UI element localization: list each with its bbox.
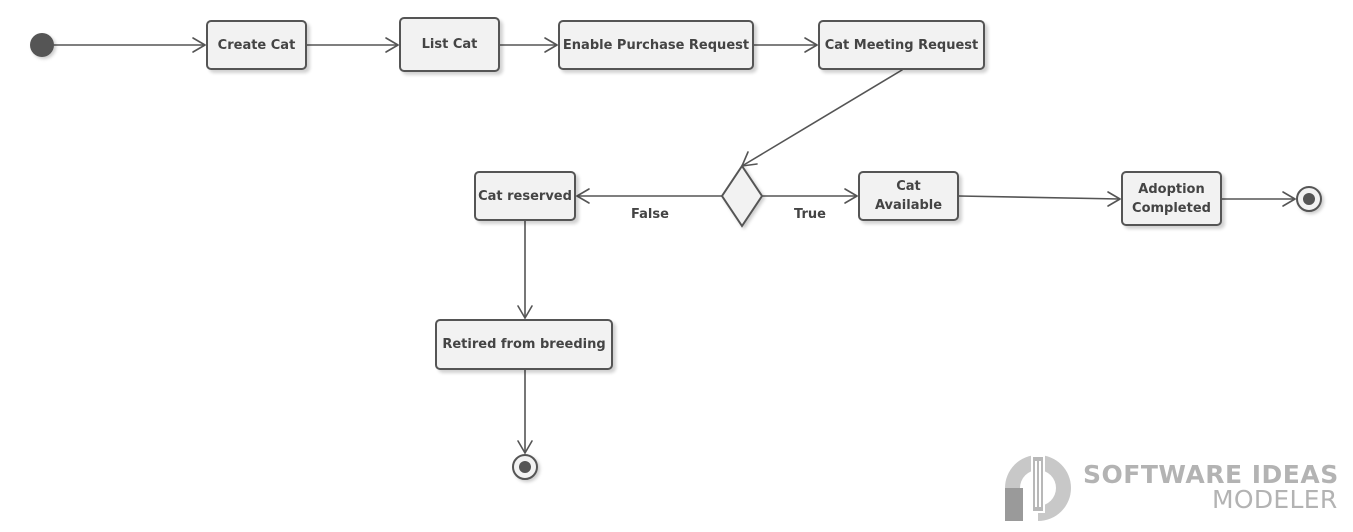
decision-node [720,164,764,228]
flow-available-to-adoption [958,195,1121,200]
flow-meeting-to-decision [741,69,903,167]
arrowhead [576,188,590,204]
final-node-bottom [512,454,538,480]
action-enable-purchase-request[interactable]: Enable Purchase Request [558,20,754,70]
action-create-cat[interactable]: Create Cat [206,20,307,70]
arrowhead [1107,191,1121,207]
action-cat-reserved[interactable]: Cat reserved [474,171,576,221]
initial-node [30,33,54,57]
software-ideas-modeler-logo: SOFTWARE IDEAS MODELER [1002,452,1347,524]
arrowhead [517,440,533,454]
action-list-cat[interactable]: List Cat [399,17,500,72]
action-adoption-completed[interactable]: Adoption Completed [1121,171,1222,226]
action-cat-available[interactable]: Cat Available [858,171,959,221]
arrowhead [517,305,533,319]
logo-text-line2: MODELER [1212,485,1338,514]
arrowhead [385,37,399,53]
guard-false-label: False [631,207,669,222]
arrowhead [192,37,206,53]
action-cat-meeting-request[interactable]: Cat Meeting Request [818,20,985,70]
guard-true-label: True [794,207,826,222]
arrowhead [544,37,558,53]
arrowhead [1282,191,1296,207]
arrowhead [844,188,858,204]
arrowhead [804,37,818,53]
final-node-right [1296,186,1322,212]
action-retired-from-breeding[interactable]: Retired from breeding [435,319,613,370]
logo-text-line1: SOFTWARE IDEAS [1083,460,1339,489]
logo-mark-icon [1005,455,1071,521]
